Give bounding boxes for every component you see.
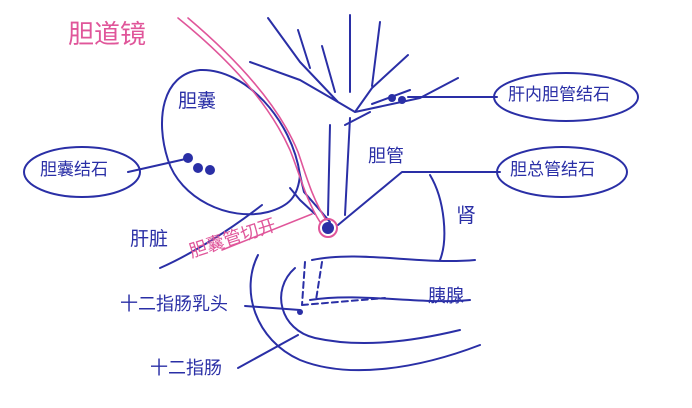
cbd-stone-label: 胆总管结石 <box>510 162 595 179</box>
gallbladder-stone-1 <box>183 153 193 163</box>
papilla-dot <box>297 309 303 315</box>
intrahepatic-stone-2 <box>398 96 406 104</box>
pancreas-label: 胰腺 <box>428 288 464 306</box>
kidney-label: 肾 <box>456 205 476 225</box>
kidney-outline <box>430 175 444 260</box>
duodenum-outline <box>251 255 480 370</box>
papilla-label: 十二指肠乳头 <box>120 296 228 314</box>
gallbladder-label: 胆囊 <box>178 92 216 111</box>
duodenum-label: 十二指肠 <box>150 360 222 378</box>
leader-duodenum <box>238 335 298 368</box>
bile-duct-label: 胆管 <box>368 148 404 166</box>
endoscope-label: 胆道镜 <box>68 22 146 48</box>
endoscope-line-1 <box>178 18 320 222</box>
intrahepatic-stone-1 <box>388 94 396 102</box>
cbd-stone <box>322 222 334 234</box>
liver-label: 肝脏 <box>130 230 168 249</box>
intrahepatic-stone-label: 肝内胆管结石 <box>508 87 610 104</box>
gallbladder-stone-3 <box>205 165 215 175</box>
gallbladder-stone-2 <box>193 163 203 173</box>
common-bile-duct <box>328 112 370 215</box>
gallbladder-stone-label: 胆囊结石 <box>40 162 108 179</box>
